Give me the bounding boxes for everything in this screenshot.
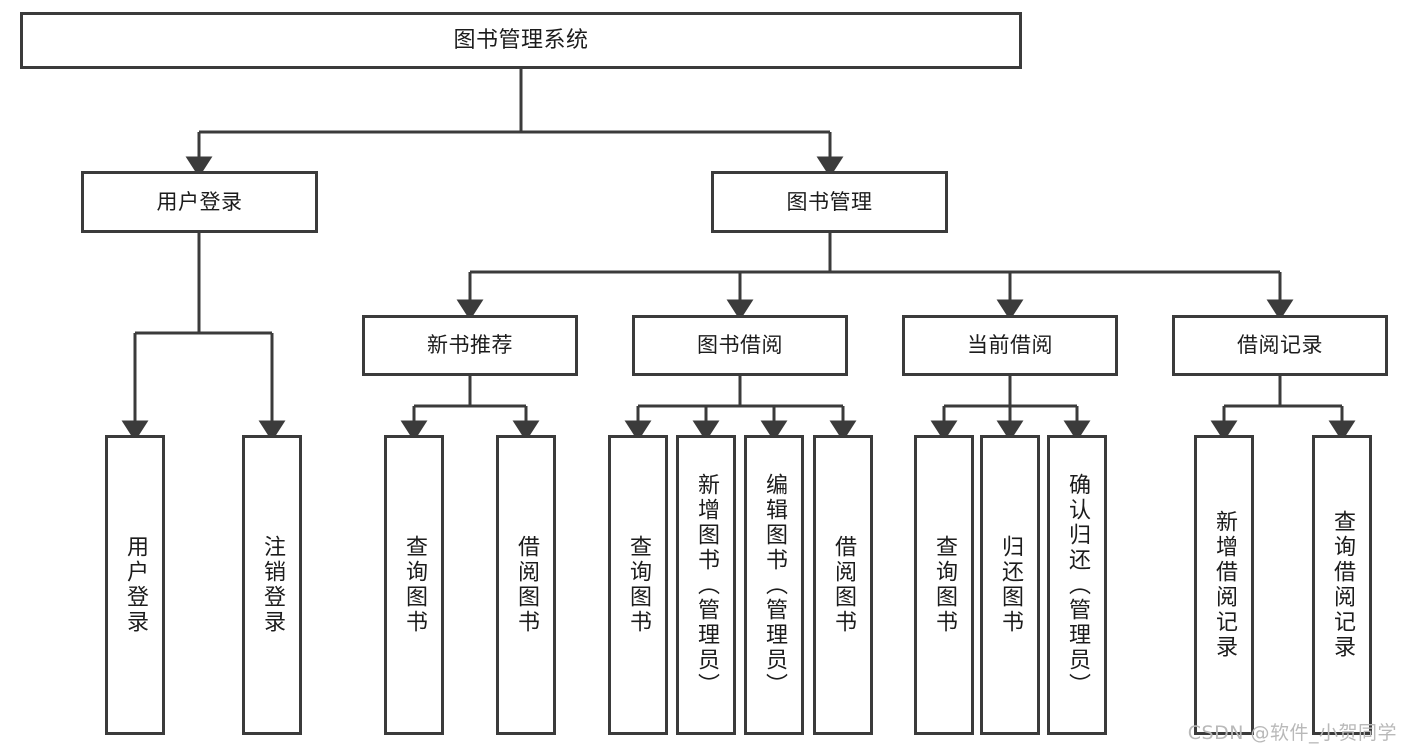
leaf-current-confirm-return-admin[interactable]: 确认归还（管理员） [1047, 435, 1107, 735]
leaf-borrow-edit-book-admin[interactable]: 编辑图书（管理员） [744, 435, 804, 735]
node-label: 图书借阅 [697, 333, 783, 358]
node-new-book-recommend[interactable]: 新书推荐 [362, 315, 578, 376]
leaf-record-add-record[interactable]: 新增借阅记录 [1194, 435, 1254, 735]
node-book-borrow[interactable]: 图书借阅 [632, 315, 848, 376]
node-label: 注销登录 [260, 535, 285, 635]
node-label: 当前借阅 [967, 333, 1053, 358]
node-label: 新增借阅记录 [1212, 510, 1237, 660]
leaf-current-query-book[interactable]: 查询图书 [914, 435, 974, 735]
node-user-login[interactable]: 用户登录 [81, 171, 318, 233]
leaf-recommend-borrow-book[interactable]: 借阅图书 [496, 435, 556, 735]
node-label: 图书管理系统 [453, 27, 589, 53]
node-label: 查询借阅记录 [1330, 510, 1355, 660]
node-label: 新书推荐 [427, 333, 513, 358]
node-root-system[interactable]: 图书管理系统 [20, 12, 1022, 69]
leaf-user-login-logout[interactable]: 注销登录 [242, 435, 302, 735]
node-label: 新增图书（管理员） [694, 472, 719, 698]
node-label: 用户登录 [156, 189, 243, 214]
node-label: 查询图书 [626, 535, 651, 635]
node-label: 借阅图书 [514, 535, 539, 635]
node-label: 查询图书 [932, 535, 957, 635]
leaf-current-return-book[interactable]: 归还图书 [980, 435, 1040, 735]
node-label: 借阅图书 [831, 535, 856, 635]
leaf-recommend-query-book[interactable]: 查询图书 [384, 435, 444, 735]
leaf-record-query-record[interactable]: 查询借阅记录 [1312, 435, 1372, 735]
node-borrow-record[interactable]: 借阅记录 [1172, 315, 1388, 376]
node-book-management[interactable]: 图书管理 [711, 171, 948, 233]
node-label: 归还图书 [998, 535, 1023, 635]
leaf-borrow-add-book-admin[interactable]: 新增图书（管理员） [676, 435, 736, 735]
node-label: 确认归还（管理员） [1065, 472, 1090, 698]
leaf-user-login-login[interactable]: 用户登录 [105, 435, 165, 735]
node-label: 用户登录 [123, 535, 148, 635]
node-label: 编辑图书（管理员） [762, 472, 787, 698]
node-label: 借阅记录 [1237, 333, 1323, 358]
leaf-borrow-query-book[interactable]: 查询图书 [608, 435, 668, 735]
leaf-borrow-borrow-book[interactable]: 借阅图书 [813, 435, 873, 735]
node-label: 查询图书 [402, 535, 427, 635]
watermark-text: CSDN @软件_小贺同学 [1187, 722, 1397, 744]
node-current-borrow[interactable]: 当前借阅 [902, 315, 1118, 376]
node-label: 图书管理 [786, 189, 873, 214]
